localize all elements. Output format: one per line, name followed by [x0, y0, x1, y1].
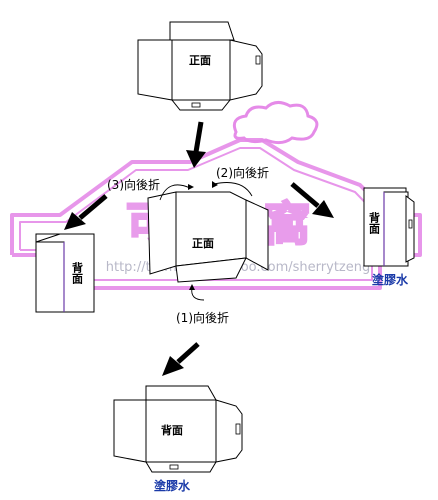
glue-label-bottom: 塗膠水 — [154, 478, 191, 493]
envelope-back-right — [363, 187, 415, 267]
fold-step-3-label: (3)向後折 — [107, 177, 160, 192]
arrow-down-right-icon — [290, 182, 334, 218]
back-label-bottom: 背面 — [161, 423, 183, 437]
envelope-folding-center — [147, 191, 269, 283]
back-label-left: 背面 — [71, 261, 84, 285]
curved-arrowhead-icon — [189, 284, 195, 290]
envelope-back-left — [35, 233, 95, 313]
front-label-top: 正面 — [189, 54, 211, 67]
arrow-down-left-icon — [162, 342, 200, 376]
envelope-front-unfolded — [137, 21, 263, 111]
watermark-cloud — [232, 101, 319, 145]
glue-label-right: 塗膠水 — [372, 272, 409, 287]
arrow-down-left-icon — [64, 194, 108, 230]
curved-arrowhead-icon — [188, 184, 194, 190]
fold-step-1-label: (1)向後折 — [176, 310, 229, 325]
envelope-back-final — [113, 385, 243, 473]
curved-arrowhead-icon — [212, 181, 218, 188]
fold-step-2-label: (2)向後折 — [216, 165, 269, 180]
watermark-house — [10, 138, 422, 290]
arrow-down-icon — [186, 121, 206, 168]
front-label-center: 正面 — [192, 237, 214, 250]
back-label-right: 背面 — [368, 211, 381, 235]
